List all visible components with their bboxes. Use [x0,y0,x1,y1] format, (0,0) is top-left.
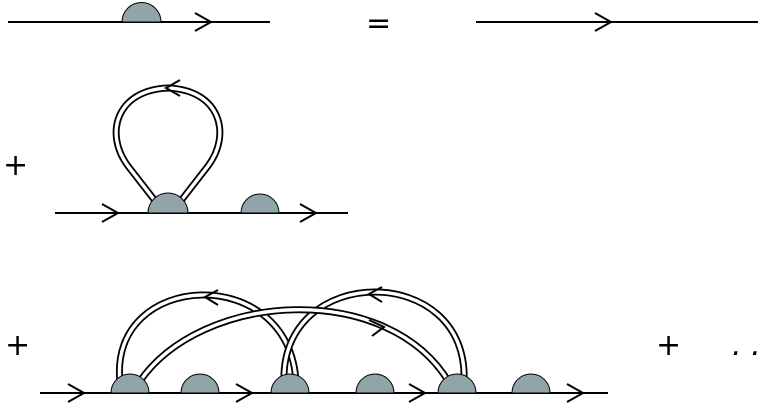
arrow-icon [408,383,428,403]
arrow-icon [101,203,121,223]
equals-sign: = [366,6,391,41]
loop-double-line [112,84,224,205]
arrow-icon [368,319,386,337]
vertex-blob [240,193,280,214]
vertex-blob [110,373,150,394]
vertex-blob [121,2,162,23]
arc-2 [280,288,468,383]
vertex-blob [270,373,310,394]
arc-1 [116,291,300,383]
plus-sign: + [656,328,681,363]
arrow-icon [566,383,586,403]
plus-sign: + [5,328,30,363]
vertex-blob [437,373,477,394]
vertex-blob [147,192,189,214]
arrow-icon [299,203,319,223]
arrow-icon [366,286,383,303]
row-1-lhs [8,2,270,32]
vertex-blob [355,373,395,394]
row-1-rhs [476,12,758,32]
row-3-crossed [40,286,608,403]
ellipsis: . . . [732,328,764,363]
arrow-icon [235,383,255,403]
arrow-icon [202,289,219,306]
arrow-icon [67,383,87,403]
arc-3 [135,306,454,386]
vertex-blob [180,373,220,394]
arrow-icon [163,79,181,97]
arrow-icon [594,12,614,32]
vertex-blob [511,373,551,394]
row-2-tadpole [55,79,348,223]
plus-sign: + [3,148,28,183]
arrow-icon [194,12,214,32]
